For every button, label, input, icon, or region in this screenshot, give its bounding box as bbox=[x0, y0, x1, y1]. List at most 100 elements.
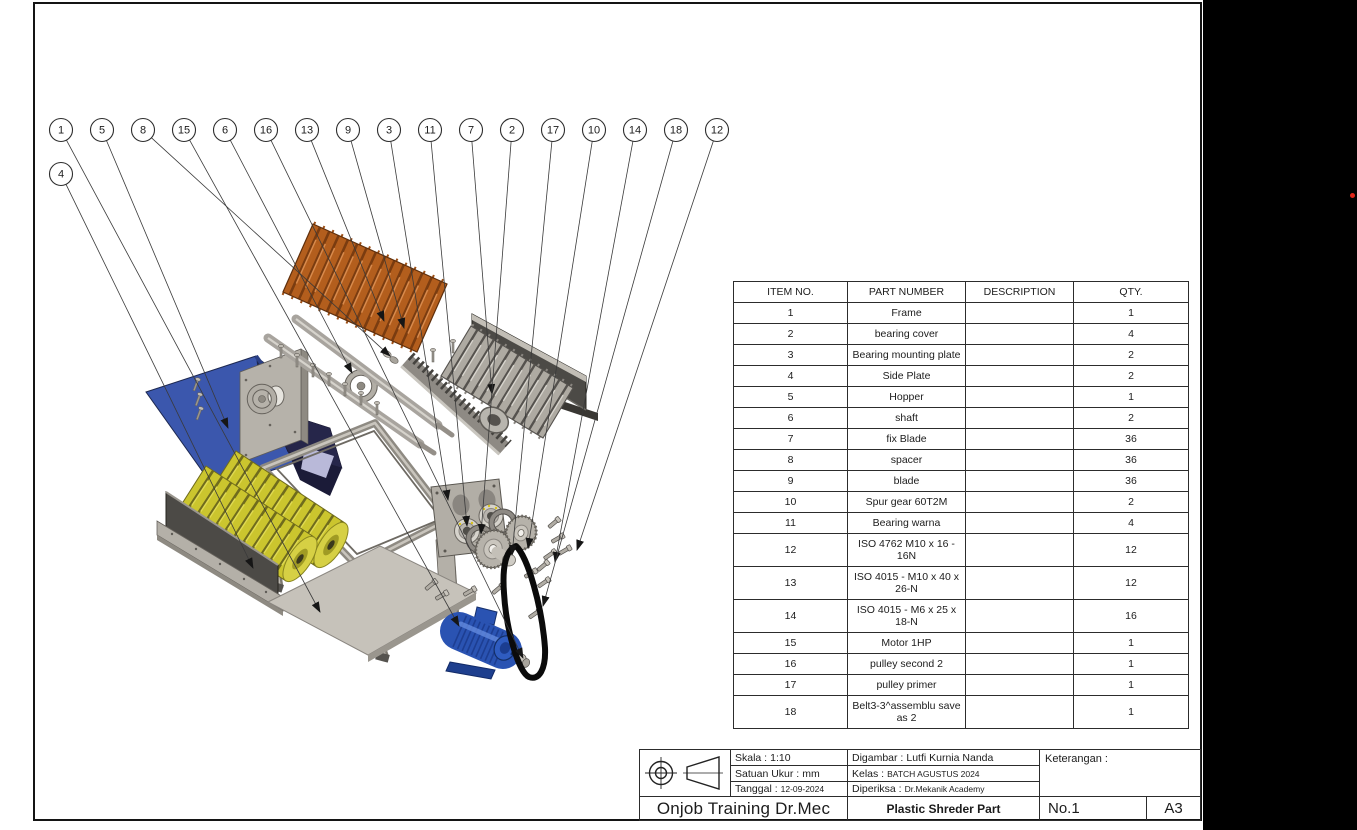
bom-cell-item: 3 bbox=[733, 344, 848, 366]
bom-cell-qty: 1 bbox=[1073, 653, 1189, 675]
bom-cell-description bbox=[965, 302, 1074, 324]
balloon-number: 4 bbox=[58, 169, 64, 181]
bom-cell-description bbox=[965, 323, 1074, 345]
bom-cell-part: Hopper bbox=[847, 386, 966, 408]
bom-cell-item: 12 bbox=[733, 533, 848, 567]
bom-cell-description bbox=[965, 407, 1074, 429]
bom-cell-qty: 36 bbox=[1073, 449, 1189, 471]
sheet-frame-border bbox=[33, 2, 1202, 821]
bom-cell-description bbox=[965, 470, 1074, 492]
leader-line bbox=[66, 139, 321, 613]
leader-line bbox=[471, 141, 496, 395]
bom-cell-part: bearing cover bbox=[847, 323, 966, 345]
leader-line bbox=[477, 141, 512, 535]
bom-cell-description bbox=[965, 449, 1074, 471]
leader-line bbox=[229, 140, 353, 374]
balloon-3: 3 bbox=[376, 117, 451, 501]
part-spacer-cylinder bbox=[382, 350, 399, 364]
outside-margin-band bbox=[1203, 0, 1357, 830]
leader-line bbox=[541, 140, 674, 607]
balloon-5: 5 bbox=[89, 117, 229, 429]
part-yellow-roller-back bbox=[207, 450, 349, 569]
balloon-circle bbox=[48, 117, 74, 143]
scale-value: 1:10 bbox=[770, 751, 791, 764]
class-value: BATCH AGUSTUS 2024 bbox=[887, 768, 980, 779]
bom-cell-part: pulley second 2 bbox=[847, 653, 966, 675]
bom-cell-qty: 4 bbox=[1073, 512, 1189, 534]
bom-cell-part: pulley primer bbox=[847, 674, 966, 696]
part-blade-roller-gray bbox=[439, 323, 575, 441]
bom-cell-qty: 12 bbox=[1073, 566, 1189, 600]
bom-cell-item: 2 bbox=[733, 323, 848, 345]
scale-field: Skala : 1:10 bbox=[730, 749, 848, 766]
drawn-by-field: Digambar : Lutfi Kurnia Nanda bbox=[847, 749, 1040, 766]
bom-cell-qty: 2 bbox=[1073, 407, 1189, 429]
balloon-circle bbox=[294, 117, 320, 143]
balloon-circle bbox=[458, 117, 484, 143]
bom-cell-item: 7 bbox=[733, 428, 848, 450]
bom-cell-qty: 36 bbox=[1073, 470, 1189, 492]
bom-cell-item: 10 bbox=[733, 491, 848, 513]
balloon-2: 2 bbox=[477, 117, 525, 535]
leader-line bbox=[151, 137, 391, 357]
bom-cell-description bbox=[965, 653, 1074, 675]
bom-cell-description bbox=[965, 599, 1074, 633]
bom-cell-part: fix Blade bbox=[847, 428, 966, 450]
bom-header-cell: PART NUMBER bbox=[847, 281, 966, 303]
balloon-number: 2 bbox=[509, 125, 515, 137]
balloon-circle bbox=[89, 117, 115, 143]
balloon-number: 6 bbox=[222, 125, 228, 137]
bom-cell-description bbox=[965, 491, 1074, 513]
balloon-16: 16 bbox=[253, 117, 524, 659]
bom-cell-item: 18 bbox=[733, 695, 848, 729]
balloon-8: 8 bbox=[130, 117, 391, 357]
balloon-circle bbox=[335, 117, 361, 143]
leader-line bbox=[106, 140, 229, 429]
balloon-12: 12 bbox=[576, 117, 730, 551]
first-angle-projection-icon bbox=[645, 755, 723, 790]
balloon-number: 12 bbox=[711, 125, 723, 137]
bom-cell-description bbox=[965, 512, 1074, 534]
bom-cell-part: Bearing mounting plate bbox=[847, 344, 966, 366]
bom-cell-description bbox=[965, 428, 1074, 450]
balloon-circle bbox=[253, 117, 279, 143]
company-name: Onjob Training Dr.Mec bbox=[639, 796, 848, 821]
leader-line bbox=[552, 141, 634, 563]
bom-cell-item: 9 bbox=[733, 470, 848, 492]
bom-cell-qty: 1 bbox=[1073, 302, 1189, 324]
paper-size: A3 bbox=[1146, 796, 1201, 821]
balloon-number: 17 bbox=[547, 125, 559, 137]
balloon-17: 17 bbox=[508, 117, 566, 556]
bom-cell-description bbox=[965, 386, 1074, 408]
leader-line bbox=[508, 141, 553, 556]
bom-cell-description bbox=[965, 344, 1074, 366]
balloon-number: 1 bbox=[58, 125, 64, 137]
drawing-title: Plastic Shreder Part bbox=[847, 796, 1040, 821]
balloon-13: 13 bbox=[294, 117, 385, 322]
balloon-circle bbox=[622, 117, 648, 143]
bom-cell-part: Bearing warna bbox=[847, 512, 966, 534]
unit-label: Satuan Ukur : bbox=[735, 767, 800, 780]
balloon-number: 7 bbox=[468, 125, 474, 137]
bom-cell-item: 5 bbox=[733, 386, 848, 408]
bom-cell-part: spacer bbox=[847, 449, 966, 471]
drawn-by-value: Lutfi Kurnia Nanda bbox=[906, 751, 994, 764]
bom-cell-description bbox=[965, 674, 1074, 696]
balloon-circle bbox=[212, 117, 238, 143]
balloon-11: 11 bbox=[417, 117, 471, 527]
balloon-number: 16 bbox=[260, 125, 272, 137]
bom-cell-qty: 1 bbox=[1073, 632, 1189, 654]
drawn-by-label: Digambar : bbox=[852, 751, 904, 764]
balloon-circle bbox=[581, 117, 607, 143]
balloon-number: 3 bbox=[386, 125, 392, 137]
balloon-number: 13 bbox=[301, 125, 313, 137]
